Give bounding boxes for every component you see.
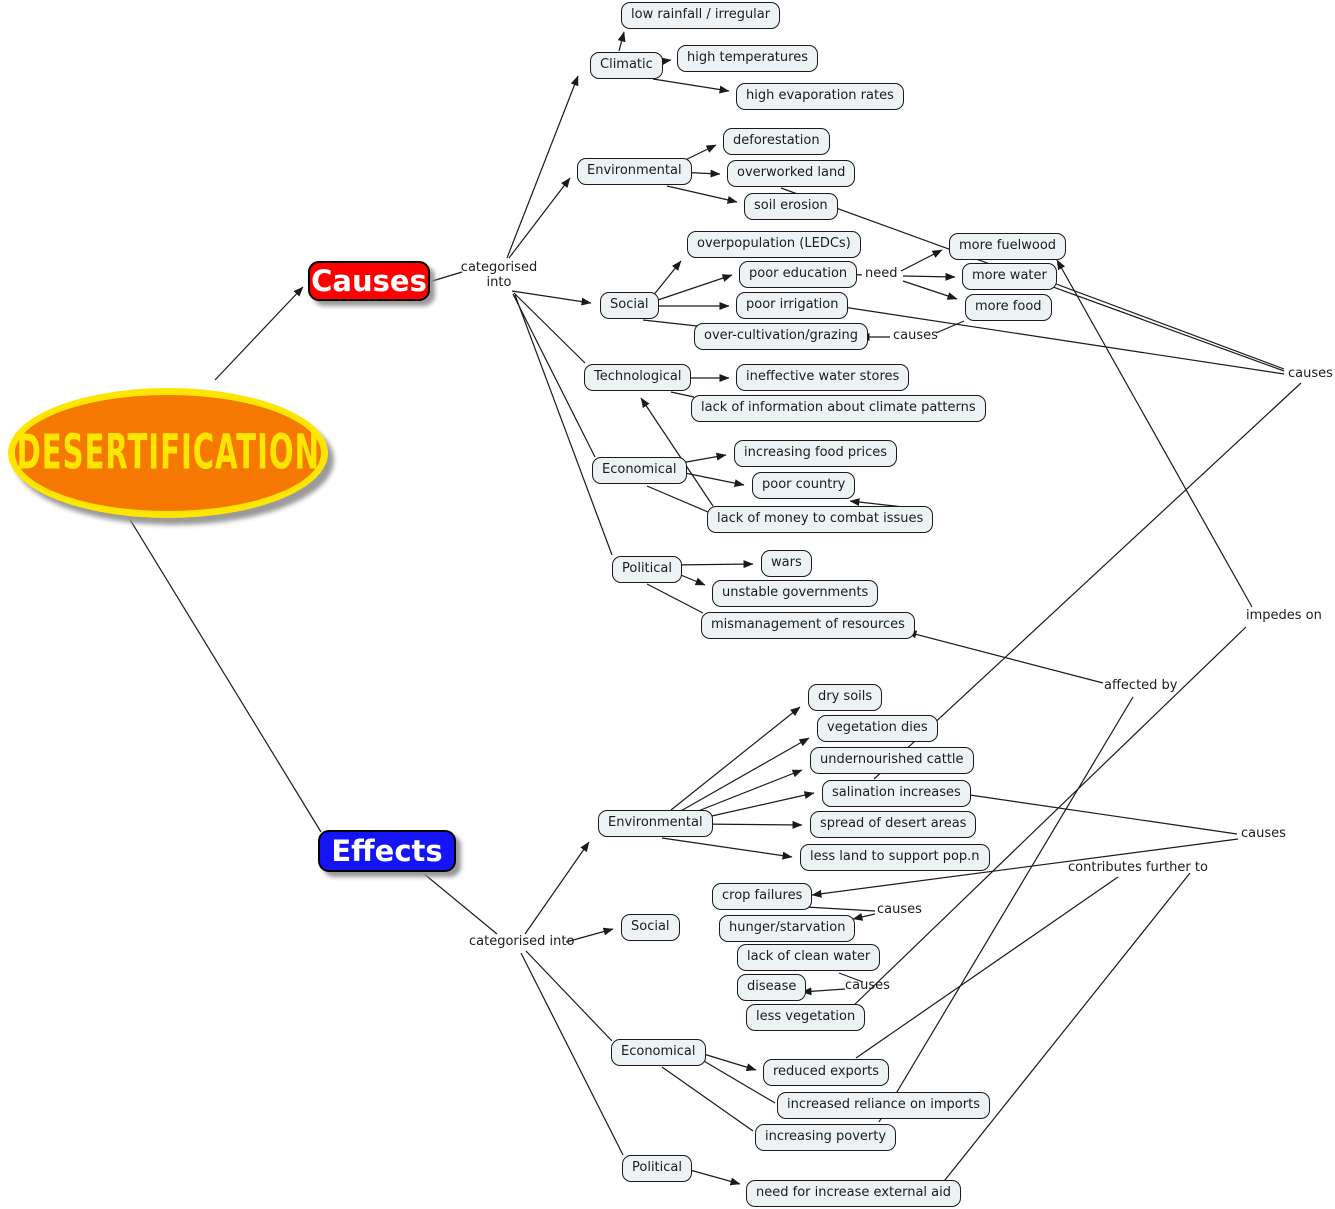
central-topic-ellipse[interactable]: DESERTIFICATION [8,388,328,518]
node-increased-reliance-on-imports[interactable]: increased reliance on imports [777,1092,990,1119]
causes-node[interactable]: Causes [308,261,430,301]
node-high-temperatures[interactable]: high temperatures [677,45,818,72]
category-technological-causes[interactable]: Technological [584,364,692,391]
node-high-evaporation-rates[interactable]: high evaporation rates [736,83,904,110]
node-poor-country[interactable]: poor country [752,472,856,499]
category-political-effects[interactable]: Political [622,1155,692,1182]
node-deforestation[interactable]: deforestation [723,128,830,155]
node-more-food[interactable]: more food [965,294,1052,321]
impedes-on-label: impedes on [1246,608,1322,623]
effects-edges [125,259,1253,1186]
node-lack-of-information[interactable]: lack of information about climate patter… [691,395,986,422]
category-social-causes[interactable]: Social [600,292,659,319]
category-environmental-causes[interactable]: Environmental [577,158,692,185]
category-political-causes[interactable]: Political [612,556,682,583]
node-soil-erosion[interactable]: soil erosion [744,193,838,220]
node-less-vegetation[interactable]: less vegetation [746,1004,866,1031]
node-salination-increases[interactable]: salination increases [822,780,971,807]
node-low-rainfall[interactable]: low rainfall / irregular [621,2,781,29]
causes-salination-label: causes [1288,366,1333,381]
node-unstable-governments[interactable]: unstable governments [712,580,879,607]
node-lack-of-money[interactable]: lack of money to combat issues [707,506,934,533]
node-less-land-to-support-popn[interactable]: less land to support pop.n [800,844,990,871]
effects-categorised-into-label: categorised into [469,934,575,949]
central-topic-label: DESERTIFICATION [16,425,320,481]
node-undernourished-cattle[interactable]: undernourished cattle [810,747,974,774]
node-reduced-exports[interactable]: reduced exports [763,1059,889,1086]
node-mismanagement-of-resources[interactable]: mismanagement of resources [701,612,915,639]
causes-categorised-into-label: categorised into [460,260,538,290]
causes-disease-label: causes [845,978,890,993]
node-lack-of-clean-water[interactable]: lack of clean water [737,944,881,971]
node-hunger-starvation[interactable]: hunger/starvation [719,915,856,942]
node-over-cultivation[interactable]: over-cultivation/grazing [694,323,868,350]
category-economical-causes[interactable]: Economical [592,457,687,484]
affected-by-label: affected by [1104,678,1178,693]
node-overworked-land[interactable]: overworked land [727,160,856,187]
category-social-effects[interactable]: Social [621,914,680,941]
node-increasing-poverty[interactable]: increasing poverty [755,1124,897,1151]
node-vegetation-dies[interactable]: vegetation dies [817,715,938,742]
node-overpopulation[interactable]: overpopulation (LEDCs) [687,231,861,258]
node-spread-of-desert-areas[interactable]: spread of desert areas [810,811,977,838]
node-dry-soils[interactable]: dry soils [808,684,883,711]
node-poor-irrigation[interactable]: poor irrigation [736,292,849,319]
causes-overcultivation-label: causes [893,328,938,343]
node-more-water[interactable]: more water [962,263,1057,290]
contributes-further-to-label: contributes further to [1068,860,1208,875]
node-more-fuelwood[interactable]: more fuelwood [949,233,1067,260]
node-need-for-external-aid[interactable]: need for increase external aid [746,1180,962,1207]
node-crop-failures[interactable]: crop failures [712,883,813,910]
node-wars[interactable]: wars [761,550,812,577]
category-environmental-effects[interactable]: Environmental [598,810,713,837]
effects-node[interactable]: Effects [318,830,456,872]
node-ineffective-water-stores[interactable]: ineffective water stores [736,364,910,391]
node-poor-education[interactable]: poor education [739,261,858,288]
causes-hunger-label: causes [877,902,922,917]
node-disease[interactable]: disease [737,974,807,1001]
need-label: need [865,266,898,281]
causes-crop-failures-label: causes [1241,826,1286,841]
category-economical-effects[interactable]: Economical [611,1039,706,1066]
category-climatic-causes[interactable]: Climatic [590,52,663,79]
node-increasing-food-prices[interactable]: increasing food prices [734,440,898,467]
